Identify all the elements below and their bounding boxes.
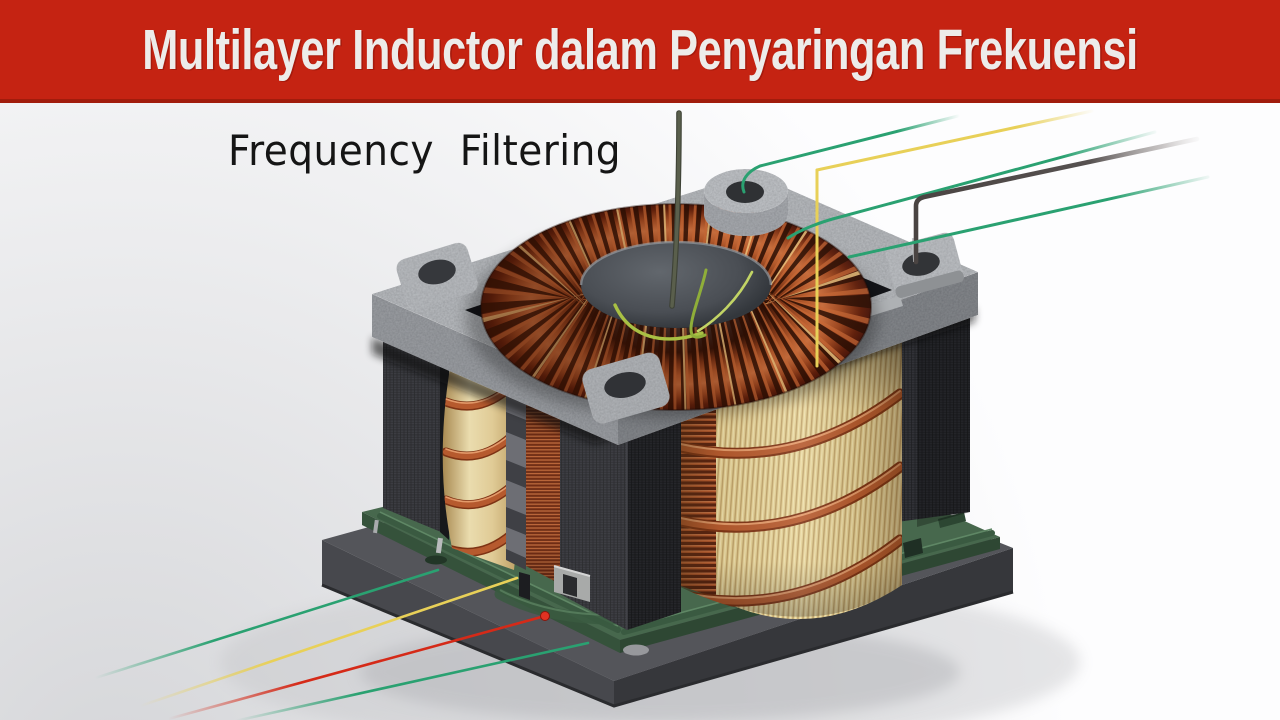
toroid-inductor [466,203,878,418]
input-wire-red-dot [540,611,550,621]
top-standoff [704,169,788,236]
base-side-left [322,540,614,706]
main-bobbin [678,340,902,620]
solder-pin-2 [373,519,379,534]
solder-pin-1 [435,537,443,554]
base-side-right [614,548,1013,706]
core-tower-right-shade [917,284,970,527]
core-tower-right [890,284,970,523]
left-bobbin-body [442,368,520,570]
center-wires [613,110,754,341]
sense-wire-olive [670,111,681,308]
input-wire-green-1 [93,568,440,680]
pcb-notch [938,512,966,528]
title-banner: Multilayer Inductor dalam Penyaringan Fr… [0,0,1280,103]
mounting-clip-highlight [553,565,591,577]
output-wire-green-2 [786,130,1157,240]
front-tower-right-shade [627,399,681,630]
center-wire-lime-2 [689,268,708,339]
corner-hardware [396,169,964,424]
pcb-hole [425,555,447,565]
front-tower-right-face [627,399,681,630]
output-wire-dark [913,136,1200,265]
base-bottom-edge [321,583,1014,708]
core-tower-left-tint [383,326,441,532]
left-coil-column [526,396,560,584]
mounting-clip-slot [563,574,577,597]
core-towers-rear [383,284,970,540]
pcb-slot [519,572,530,600]
input-wire-red [166,614,547,720]
output-wire-yellow [815,109,1094,172]
input-wire-green-2 [234,641,590,720]
left-bobbin-separator-strip [506,380,526,570]
output-wire-green-1 [741,114,960,194]
under-plate-shadow [372,307,975,444]
center-wire-lime-3 [696,270,754,333]
input-wires [93,568,590,720]
output-wires [741,109,1210,368]
page-title: Multilayer Inductor dalam Penyaringan Fr… [142,17,1138,82]
center-wire-lime-1 [613,303,704,341]
front-core-tower [553,398,681,630]
core-tower-left [383,326,441,532]
figure-caption: Frequency Filtering [228,126,622,175]
front-tab-hole [604,372,646,398]
rubber-foot [623,644,649,656]
pcb-ridge-left [377,513,621,633]
plate-side-left [372,294,618,445]
input-wire-yellow [138,576,519,708]
left-tab-hole [418,259,456,285]
left-coil-shade [526,396,560,584]
pcb-square-hole [903,538,923,558]
output-wire-green-3 [847,175,1210,259]
pcb-ridge-left-highlight [379,511,619,627]
right-pad-hole [902,252,940,276]
